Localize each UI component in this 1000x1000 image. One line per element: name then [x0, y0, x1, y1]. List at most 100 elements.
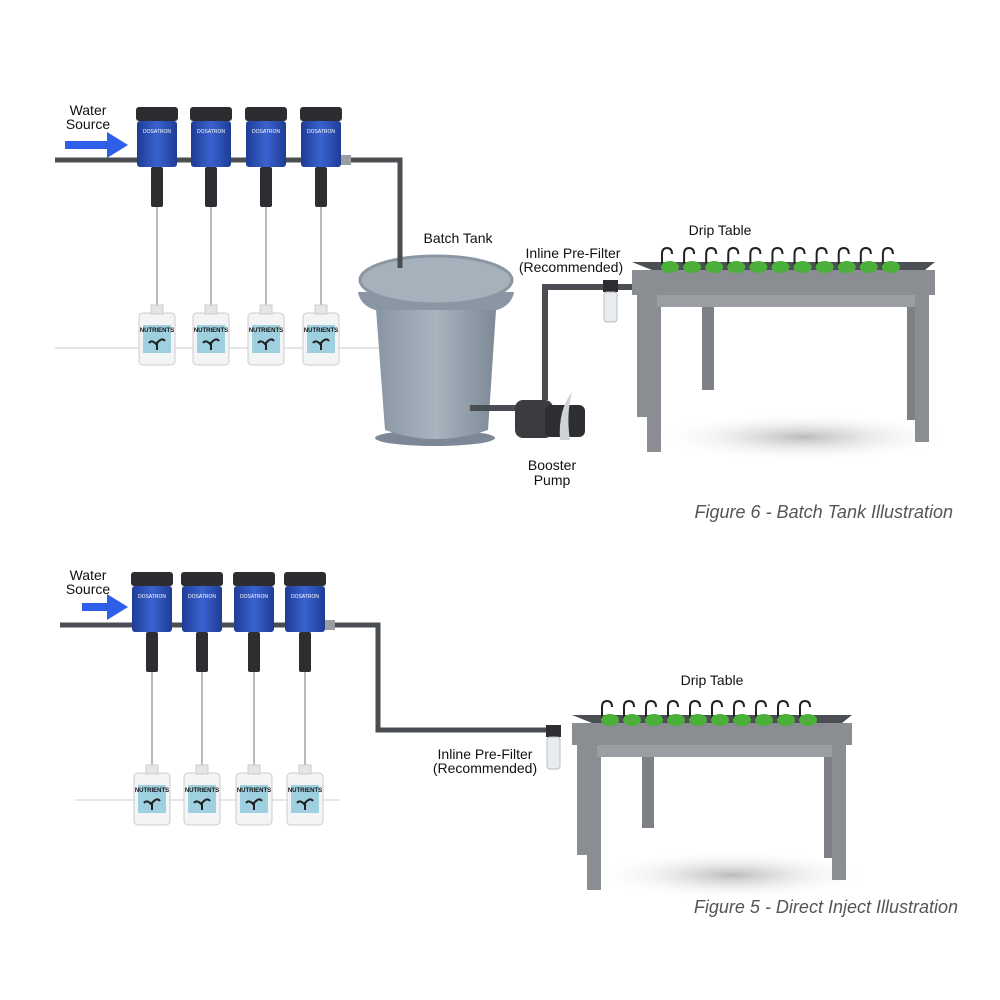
plant [623, 714, 641, 726]
water-source-label: Water [70, 102, 107, 118]
injector-brand-label: DOSATRON [252, 129, 280, 135]
dosatron-injector: DOSATRON [300, 107, 342, 305]
drip-emitter [661, 246, 673, 266]
water-flow-arrow-icon [65, 132, 128, 158]
injector-nozzle [146, 632, 158, 672]
booster-pump [515, 392, 585, 440]
injector-nozzle [315, 167, 327, 207]
dosatron-injector: DOSATRON [131, 572, 173, 765]
jug-label: NUTRIENTS [288, 788, 322, 794]
inline-prefilter [603, 280, 618, 323]
seedling-icon [193, 798, 211, 810]
injector-cap [131, 572, 173, 586]
plant [859, 261, 878, 273]
injector-nozzle [196, 632, 208, 672]
batch-tank [375, 295, 497, 439]
nutrient-jug: NUTRIENTS [183, 764, 221, 826]
table-tray [632, 270, 935, 295]
plant [793, 261, 812, 273]
figure-caption: Figure 5 - Direct Inject Illustration [694, 897, 958, 917]
injector-brand-label: DOSATRON [143, 129, 171, 135]
prefilter-label: Inline Pre-Filter [438, 746, 533, 762]
injector-nozzle [299, 632, 311, 672]
table-leg [587, 745, 601, 890]
jug-label: NUTRIENTS [304, 328, 338, 334]
prefilter-label: (Recommended) [519, 259, 623, 275]
table-shadow [652, 412, 955, 462]
booster-pump-label: Pump [534, 472, 571, 488]
drip-emitter [749, 246, 762, 266]
plant [683, 261, 702, 273]
seedling-icon [296, 798, 314, 810]
jug-label: NUTRIENTS [237, 788, 271, 794]
drip-emitter [771, 246, 784, 266]
injector-cap [300, 107, 342, 121]
seedling-icon [312, 338, 330, 350]
plant [771, 261, 790, 273]
plant [749, 261, 768, 273]
seedling-icon [257, 338, 275, 350]
drip-emitter [667, 699, 679, 719]
plant [815, 261, 834, 273]
table-leg [647, 295, 661, 452]
plant [711, 714, 729, 726]
prefilter-label: (Recommended) [433, 760, 537, 776]
injector-brand-label: DOSATRON [188, 594, 216, 600]
dosatron-injector: DOSATRON [181, 572, 223, 765]
drip-table-label: Drip Table [681, 672, 744, 688]
plant [733, 714, 751, 726]
nutrient-jug: NUTRIENTS [302, 304, 340, 366]
table-leg [915, 295, 929, 442]
plant [755, 714, 773, 726]
plant [667, 714, 685, 726]
injector-body [234, 586, 274, 632]
injector-brand-label: DOSATRON [307, 129, 335, 135]
drip-emitter [683, 246, 696, 266]
water-flow-arrow-icon [82, 594, 128, 620]
jug-label: NUTRIENTS [194, 328, 228, 334]
injector-nozzle [205, 167, 217, 207]
figure-caption: Figure 6 - Batch Tank Illustration [695, 502, 953, 522]
table-leg [832, 745, 846, 880]
drip-emitter [733, 699, 745, 719]
plant [705, 261, 724, 273]
injector-body [137, 121, 177, 167]
seedling-icon [202, 338, 220, 350]
nutrient-jug: NUTRIENTS [286, 764, 324, 826]
injector-brand-label: DOSATRON [240, 594, 268, 600]
plant [727, 261, 746, 273]
nutrient-jug: NUTRIENTS [133, 764, 171, 826]
injector-brand-label: DOSATRON [291, 594, 319, 600]
injector-row: DOSATRON NUTRIENTS DOSATRON NUTRIENTS DOSATR… [131, 572, 335, 826]
injector-row: DOSATRON NUTRIENTS DOSATRON NUTRIENTS DOSATR… [136, 107, 351, 366]
jug-label: NUTRIENTS [135, 788, 169, 794]
seedling-icon [245, 798, 263, 810]
injector-body [191, 121, 231, 167]
dosatron-injector: DOSATRON [233, 572, 275, 765]
injector-nozzle [151, 167, 163, 207]
table-leg [702, 295, 714, 390]
drip-emitter [645, 699, 657, 719]
drip-emitter [837, 246, 850, 266]
drip-emitter [859, 246, 872, 266]
jug-label: NUTRIENTS [140, 328, 174, 334]
drip-emitter [711, 699, 723, 719]
figure-5-direct-inject: Water Source DOSATRONNUTRIENTSDOSATRONNU… [60, 567, 958, 917]
jug-label: NUTRIENTS [249, 328, 283, 334]
prefilter-label: Inline Pre-Filter [526, 245, 621, 261]
drip-emitter [601, 699, 613, 719]
drip-emitter [705, 246, 718, 266]
drip-emitter [881, 246, 894, 266]
injector-nozzle [260, 167, 272, 207]
injector-body [246, 121, 286, 167]
drip-table-label: Drip Table [689, 222, 752, 238]
injector-body [182, 586, 222, 632]
water-source-label: Water [70, 567, 107, 583]
injector-nozzle [248, 632, 260, 672]
injector-cap [190, 107, 232, 121]
nutrient-jug: NUTRIENTS [192, 304, 230, 366]
figure-6-batch-tank: Water Source DOSATRONNUTRIENTSDOSATRONNU… [55, 102, 955, 522]
nutrient-jug: NUTRIENTS [247, 304, 285, 366]
dosatron-injector: DOSATRON [190, 107, 232, 305]
drip-emitter [815, 246, 828, 266]
